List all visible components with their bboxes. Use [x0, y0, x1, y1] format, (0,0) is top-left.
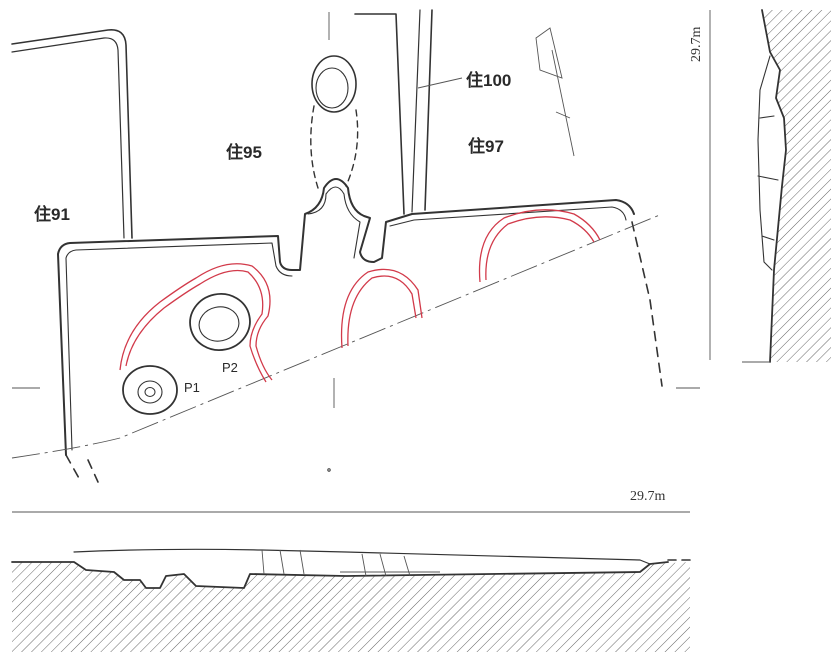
overlap-outline-west [119, 263, 273, 381]
main-pit-outline [57, 178, 635, 456]
overlap-outline-east [478, 209, 601, 283]
pit-edge-dashed [631, 221, 663, 387]
horizontal-section-elevation: 29.7m [630, 489, 666, 504]
vertical-section-elevation: 29.7m [689, 27, 704, 63]
house-95-feature [310, 55, 359, 189]
label-house-100: 住100 [466, 70, 511, 90]
vertical-section-soil [762, 10, 831, 362]
overlap-outline-center [340, 268, 423, 349]
label-house-95: 住95 [226, 142, 262, 162]
label-house-97: 住97 [468, 136, 504, 156]
label-pit-p1: P1 [184, 380, 200, 395]
survey-mark [535, 27, 575, 157]
horizontal-section: 29.7m [11, 489, 691, 652]
house-91-outline [11, 28, 133, 239]
horizontal-section-soil [12, 562, 690, 652]
label-pit-p2: P2 [222, 360, 238, 375]
label-house-91: 住91 [34, 204, 70, 224]
house-100-wall [354, 13, 405, 215]
section-line [11, 213, 663, 459]
pit-p1 [122, 365, 178, 415]
vertical-section: 29.7m [689, 9, 831, 363]
plan-view: 住91 住95 住97 住100 P1 P2 [11, 9, 700, 483]
pit-p2 [189, 293, 251, 351]
